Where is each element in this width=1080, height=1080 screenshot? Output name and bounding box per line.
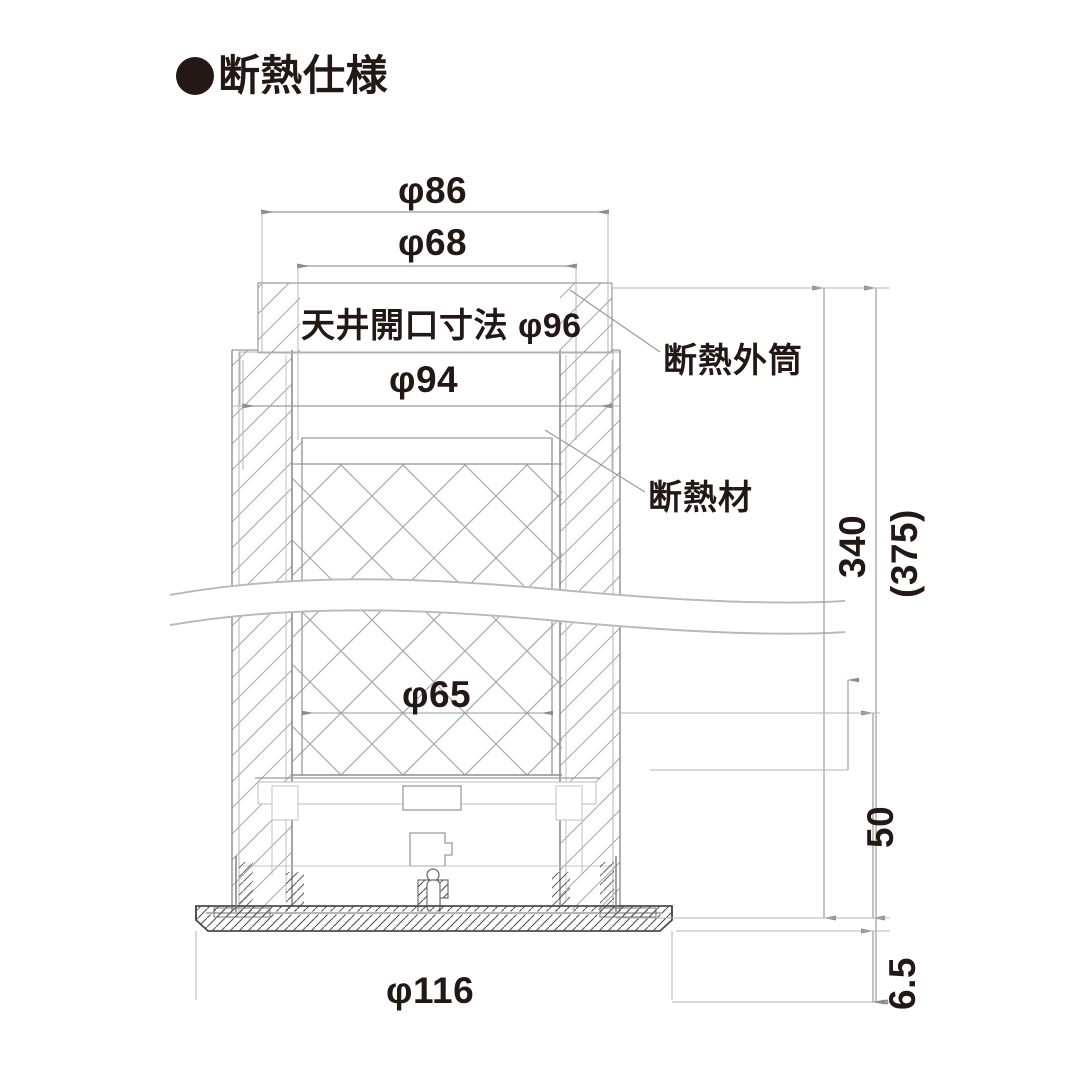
label-phi116: φ116 [386, 970, 475, 1011]
outer-cylinder-left-wall [231, 350, 293, 912]
dim-50 [616, 677, 890, 921]
bullet-icon [176, 57, 214, 95]
label-height-375: (375) [884, 509, 925, 598]
label-ceiling-opening: 天井開口寸法 φ96 [301, 307, 582, 345]
label-phi65: φ65 [402, 674, 472, 715]
label-outer-cylinder: 断熱外筒 [663, 342, 803, 380]
bottom-flange [195, 856, 673, 932]
lower-housing [239, 777, 614, 912]
break-line [169, 578, 846, 635]
label-phi86: φ86 [398, 170, 468, 211]
label-phi68: φ68 [398, 222, 468, 263]
label-height-50: 50 [860, 805, 901, 848]
leader-insulation-material [544, 429, 646, 493]
page-title-text: 断熱仕様 [218, 52, 389, 99]
dim-phi116 [195, 931, 673, 1000]
label-insulation-material: 断熱材 [648, 479, 753, 517]
outer-cylinder-right-wall [559, 350, 621, 912]
dim-phi86 [260, 209, 610, 352]
dim-375 [672, 285, 890, 1005]
dim-ceiling-opening [239, 351, 620, 405]
label-height-6-5: 6.5 [882, 957, 923, 1010]
page-title: 断熱仕様 [176, 55, 388, 97]
dim-6-5 [676, 928, 890, 1005]
label-phi94: φ94 [389, 359, 459, 400]
leader-outer-cylinder [569, 289, 661, 353]
dim-340 [612, 285, 836, 921]
centre-spigot [417, 868, 449, 913]
dim-phi94 [241, 360, 614, 470]
label-height-340: 340 [832, 514, 873, 578]
dim-phi68 [296, 263, 578, 440]
